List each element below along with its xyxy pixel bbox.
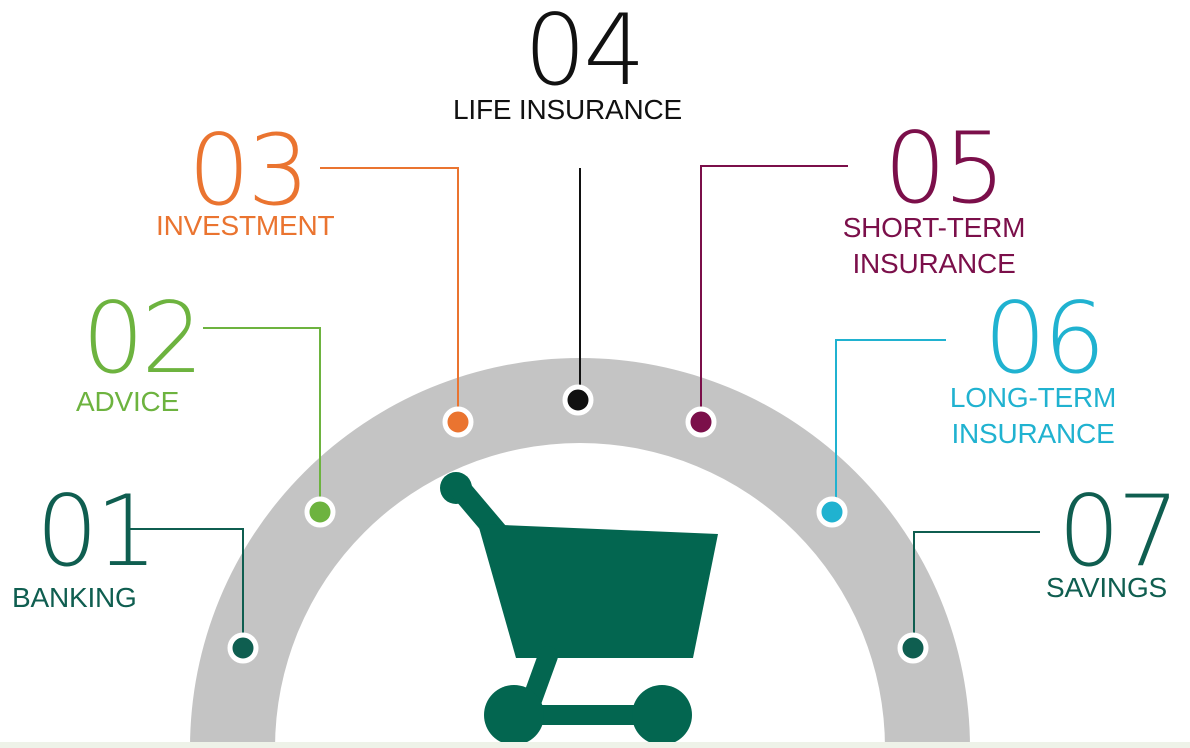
- dot-04: [562, 384, 594, 416]
- item-01-label: BANKING: [12, 582, 137, 613]
- item-06-label-line-2: INSURANCE: [951, 418, 1115, 449]
- item-03-label: INVESTMENT: [156, 210, 335, 241]
- item-06-label-line-1: LONG-TERM: [949, 382, 1117, 413]
- item-06-label: LONG-TERM INSURANCE: [933, 380, 1133, 452]
- item-05-label: SHORT-TERM INSURANCE: [834, 210, 1034, 282]
- connector-line-01: [128, 528, 244, 645]
- dot-03: [442, 406, 474, 438]
- services-arc: [190, 358, 970, 748]
- item-04-number: 04: [524, 0, 646, 108]
- item-02-label: ADVICE: [76, 386, 180, 417]
- connector-line-03: [320, 167, 459, 420]
- connector-line-06: [835, 339, 946, 510]
- item-05-label-line-2: INSURANCE: [852, 248, 1016, 279]
- shopping-cart-icon: [440, 472, 718, 745]
- item-05-label-line-1: SHORT-TERM: [842, 212, 1026, 243]
- item-07-label: SAVINGS: [1046, 572, 1168, 603]
- connector-line-05: [700, 165, 848, 420]
- item-01-number: 01: [36, 475, 158, 589]
- item-06-number: 06: [984, 282, 1106, 396]
- bottom-strip: [0, 742, 1190, 748]
- dot-07: [897, 632, 929, 664]
- dot-06: [816, 496, 848, 528]
- item-02-number: 02: [82, 282, 204, 396]
- connector-line-07: [913, 531, 1040, 645]
- dot-01: [227, 632, 259, 664]
- item-05-number: 05: [884, 112, 1006, 226]
- connector-line-02: [203, 327, 321, 510]
- item-04-label: LIFE INSURANCE: [453, 94, 683, 125]
- item-03-number: 03: [188, 114, 310, 228]
- item-07-number: 07: [1058, 475, 1180, 589]
- dot-05: [685, 406, 717, 438]
- dot-02: [304, 496, 336, 528]
